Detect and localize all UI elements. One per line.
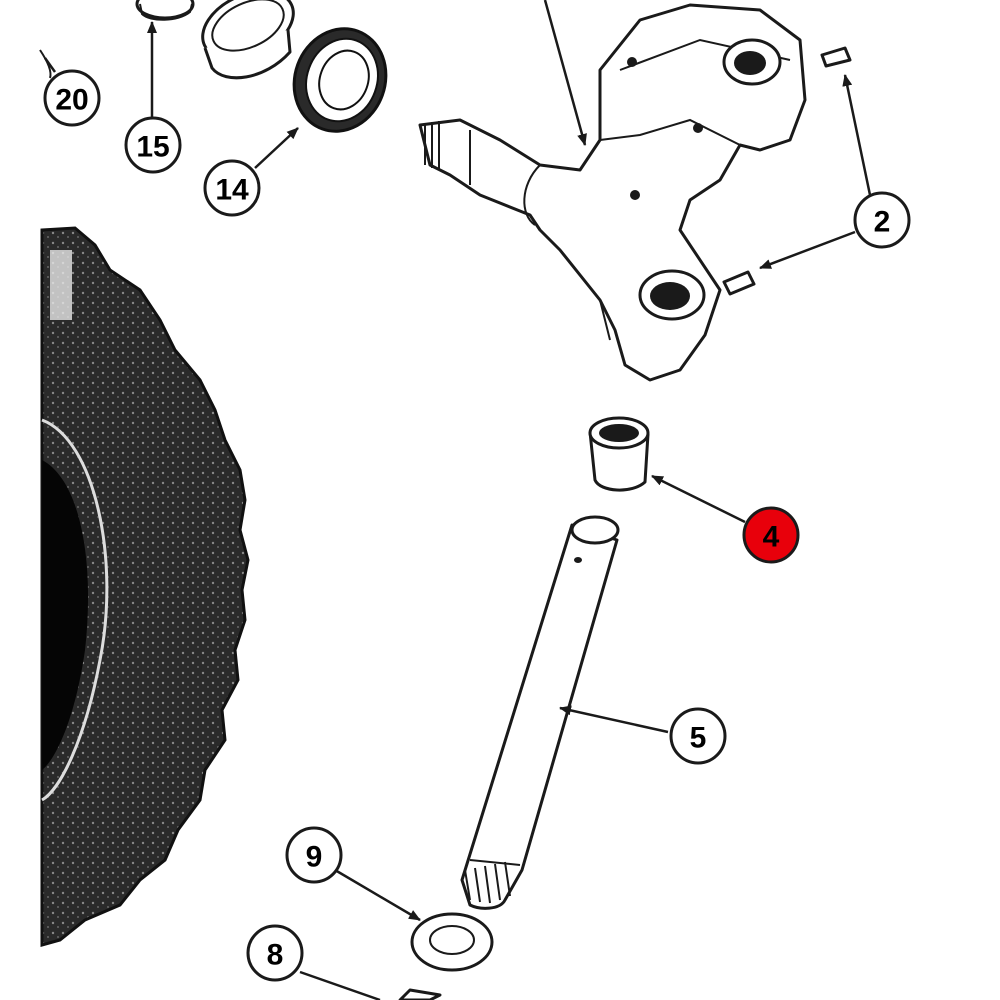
leader-8 — [299, 970, 381, 1000]
tire — [40, 226, 250, 947]
part-20-edge — [39, 49, 52, 79]
svg-text:2: 2 — [874, 206, 891, 239]
leader-5 — [559, 705, 669, 734]
callout-20: 20 — [43, 69, 101, 127]
callout-15: 15 — [124, 116, 182, 174]
leader-9 — [334, 868, 421, 922]
part-5-kingpin — [460, 515, 620, 910]
svg-text:15: 15 — [136, 131, 169, 164]
bearing-cup — [201, 0, 295, 80]
callout-5: 5 — [669, 707, 727, 765]
part-4-bushing — [588, 416, 650, 492]
leader-14 — [254, 127, 299, 169]
steering-knuckle — [418, 3, 807, 382]
callout-14: 14 — [203, 159, 261, 217]
part-9-washer — [410, 912, 494, 972]
part-14-seal — [292, 27, 388, 133]
svg-text:4: 4 — [763, 521, 780, 554]
leader-4 — [651, 474, 746, 524]
leader-knuckle — [543, 0, 587, 146]
leader-2-upper — [842, 74, 872, 196]
grease-fitting-lower — [722, 270, 756, 296]
svg-text:5: 5 — [690, 722, 707, 755]
part-8-fragment — [398, 988, 442, 1000]
leader-20 — [43, 57, 57, 73]
svg-text:20: 20 — [55, 84, 88, 117]
callout-2: 2 — [853, 191, 911, 249]
svg-text:14: 14 — [215, 174, 249, 207]
grease-fitting-upper — [820, 46, 852, 68]
callout-4-highlighted: 4 — [742, 506, 800, 564]
part-15-bushing — [135, 0, 195, 21]
svg-text:8: 8 — [267, 939, 284, 972]
svg-text:9: 9 — [306, 841, 323, 874]
callout-8: 8 — [246, 924, 304, 982]
callout-9: 9 — [285, 826, 343, 884]
leader-2-lower — [759, 230, 856, 270]
